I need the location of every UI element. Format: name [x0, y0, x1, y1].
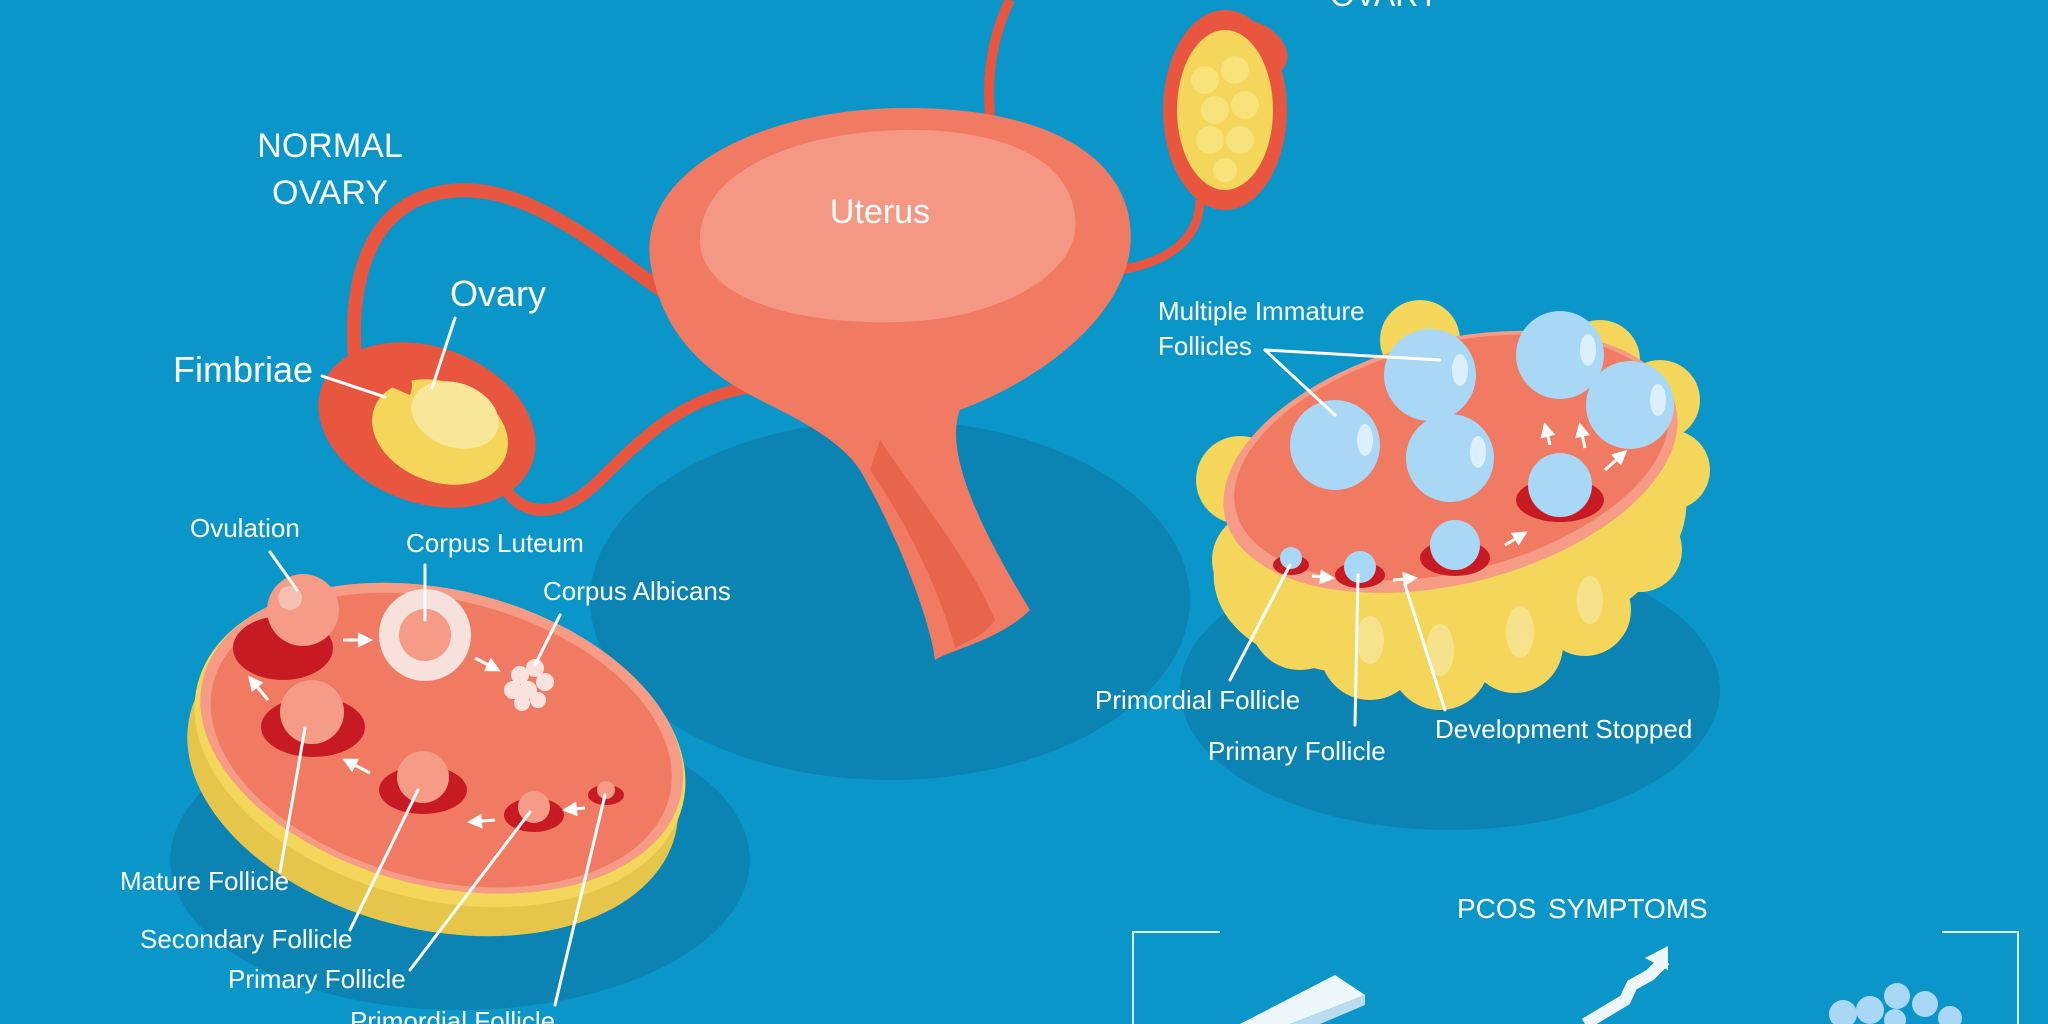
- multiple-immature-label-line2: Follicles: [1158, 331, 1252, 361]
- ovary-leader: [430, 316, 457, 390]
- pcos-ovary-section: Multiple Immature Follicles Primordial F…: [1095, 296, 1710, 766]
- primary-follicle-right-label: Primary Follicle: [1208, 736, 1386, 766]
- right-fallopian-tube: [984, 0, 1015, 116]
- ovary-label: Ovary: [450, 273, 546, 314]
- uterus-label: Uterus: [830, 193, 930, 231]
- mature-follicle-label: Mature Follicle: [120, 866, 289, 896]
- corpus-luteum-label: Corpus Luteum: [406, 528, 584, 558]
- development-stopped-label: Development Stopped: [1435, 714, 1692, 744]
- corpus-albicans-label: Corpus Albicans: [543, 576, 731, 606]
- right-ovarian-ligament: [1119, 199, 1205, 275]
- secondary-follicle-label: Secondary Follicle: [140, 924, 352, 954]
- primordial-follicle-right-label: Primordial Follicle: [1095, 685, 1300, 715]
- uterus-neck-shade: [870, 440, 995, 648]
- ovulation-label: Ovulation: [190, 513, 300, 543]
- primary-follicle-left-label: Primary Follicle: [228, 964, 406, 994]
- left-fallopian-tube-lower: [494, 378, 806, 516]
- uterus-group: Uterus: [346, 0, 1205, 661]
- pcos-symptoms-panel: PCOS SYMPTOMS: [1132, 893, 2019, 1024]
- normal-ovary: NORMAL OVARY Ovary Fimbriae: [173, 127, 546, 508]
- top-pcos-ovary: OVARY: [1163, 0, 1439, 210]
- symptoms-label: SYMPTOMS: [1548, 893, 1708, 924]
- scale-icon: [1240, 975, 1365, 1024]
- normal-ovary-label-line2: OVARY: [272, 174, 388, 212]
- pcos-label: PCOS: [1457, 893, 1536, 924]
- uterus-highlight: [700, 130, 1076, 323]
- fimbriae-leader: [320, 374, 387, 399]
- fimbriae-label: Fimbriae: [173, 349, 313, 390]
- cysts-icon: [1829, 983, 1962, 1024]
- left-fallopian-tube-upper: [346, 183, 697, 367]
- normal-ovary-section: Ovulation Corpus Luteum Corpus Albicans …: [120, 513, 731, 1024]
- primordial-follicle-left-label: Primordial Follicle: [350, 1006, 555, 1024]
- trend-arrow-icon: [1581, 946, 1670, 1024]
- normal-ovary-label-line1: NORMAL: [257, 127, 402, 165]
- multiple-immature-label-line1: Multiple Immature: [1158, 296, 1365, 326]
- top-ovary-label: OVARY: [1330, 0, 1439, 13]
